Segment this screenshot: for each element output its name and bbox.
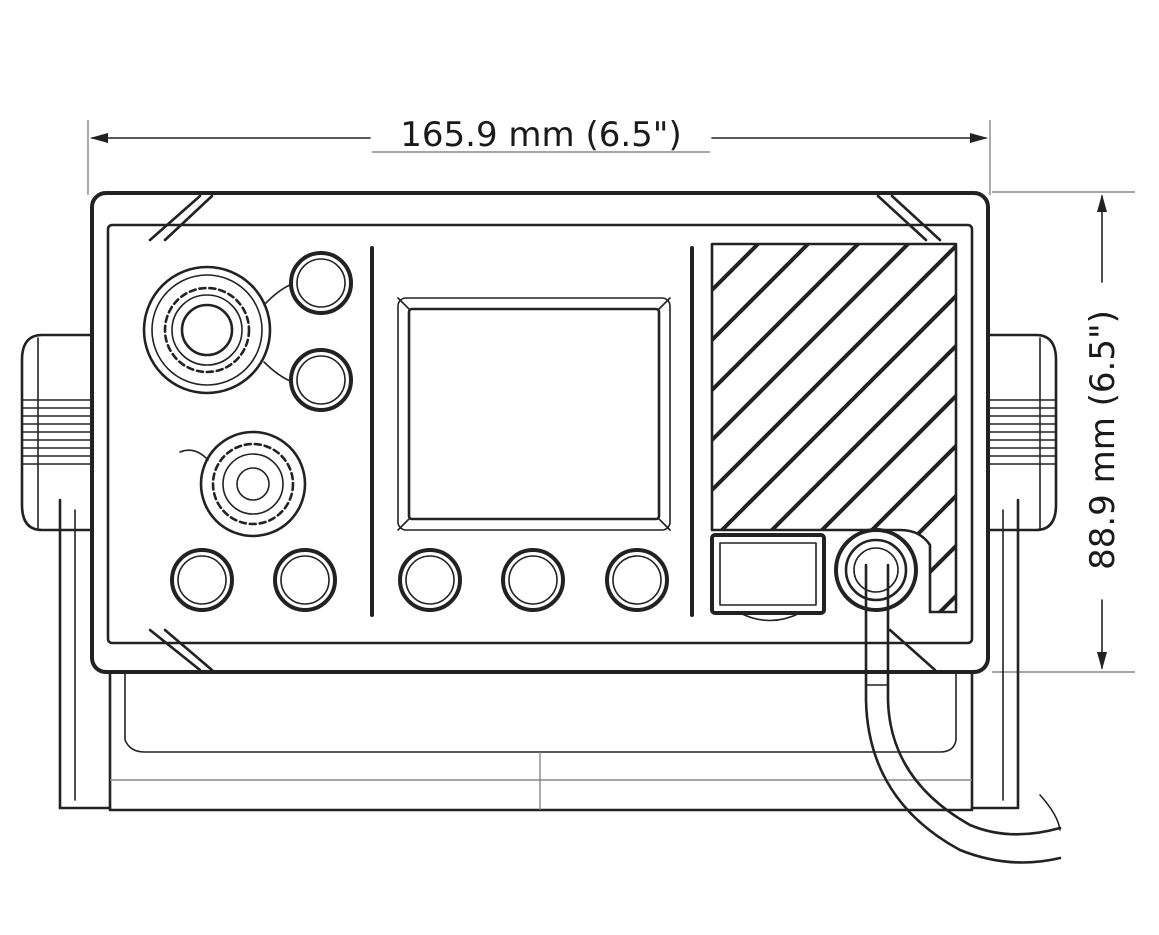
arrow-down-icon <box>1097 652 1107 670</box>
arrow-up-icon <box>1097 194 1107 212</box>
soft-key-1[interactable] <box>398 548 462 612</box>
button-top-right-1[interactable] <box>289 251 353 315</box>
width-label: 165.9 mm (6.5") <box>400 115 681 155</box>
left-bracket-knob[interactable] <box>20 333 94 532</box>
handset-cable <box>864 563 1062 864</box>
radio-body <box>90 191 990 674</box>
arrow-right-icon <box>970 133 988 143</box>
button-top-right-2[interactable] <box>289 348 353 412</box>
volume-knob[interactable] <box>142 265 293 395</box>
handset-connector[interactable] <box>834 528 918 612</box>
lcd-display <box>397 297 671 531</box>
width-dimension: 165.9 mm (6.5") <box>87 115 991 195</box>
distress-button[interactable] <box>710 533 826 622</box>
mounting-bracket <box>58 498 1020 812</box>
soft-key-3[interactable] <box>605 548 669 612</box>
button-bottom-left-1[interactable] <box>170 548 234 612</box>
button-bottom-left-2[interactable] <box>273 548 337 612</box>
arrow-left-icon <box>90 133 108 143</box>
height-label: 88.9 mm (6.5") <box>1083 310 1123 570</box>
height-dimension: 88.9 mm (6.5") <box>992 191 1135 673</box>
channel-knob[interactable] <box>179 430 307 538</box>
soft-key-2[interactable] <box>501 548 565 612</box>
right-bracket-knob[interactable] <box>986 333 1058 532</box>
